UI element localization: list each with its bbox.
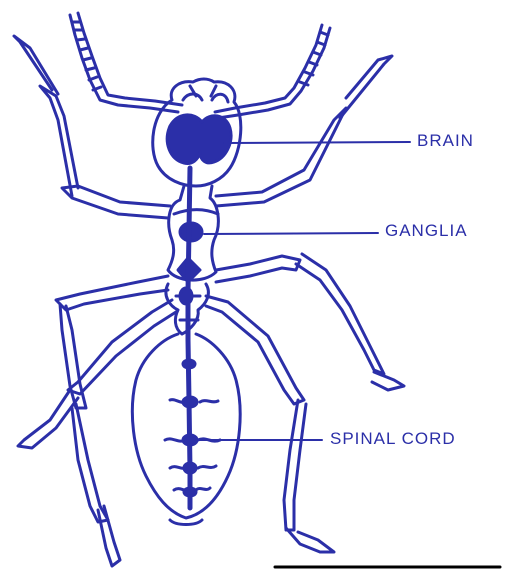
left-front-leg	[14, 36, 170, 218]
right-antenna	[215, 25, 330, 118]
brain-leader	[224, 142, 410, 143]
brain-label: BRAIN	[417, 131, 474, 151]
ganglia-leader	[204, 233, 378, 234]
leader-lines	[196, 142, 410, 440]
spinal-cord-label: SPINAL CORD	[330, 429, 456, 449]
right-middle-leg	[216, 254, 404, 390]
left-hind-leg	[18, 300, 176, 566]
brain-mass	[167, 115, 231, 164]
ganglia-label: GANGLIA	[385, 221, 468, 241]
right-hind-leg	[206, 296, 334, 552]
spinal-cord	[188, 168, 190, 508]
right-front-leg	[216, 56, 392, 206]
left-antenna	[70, 13, 182, 112]
